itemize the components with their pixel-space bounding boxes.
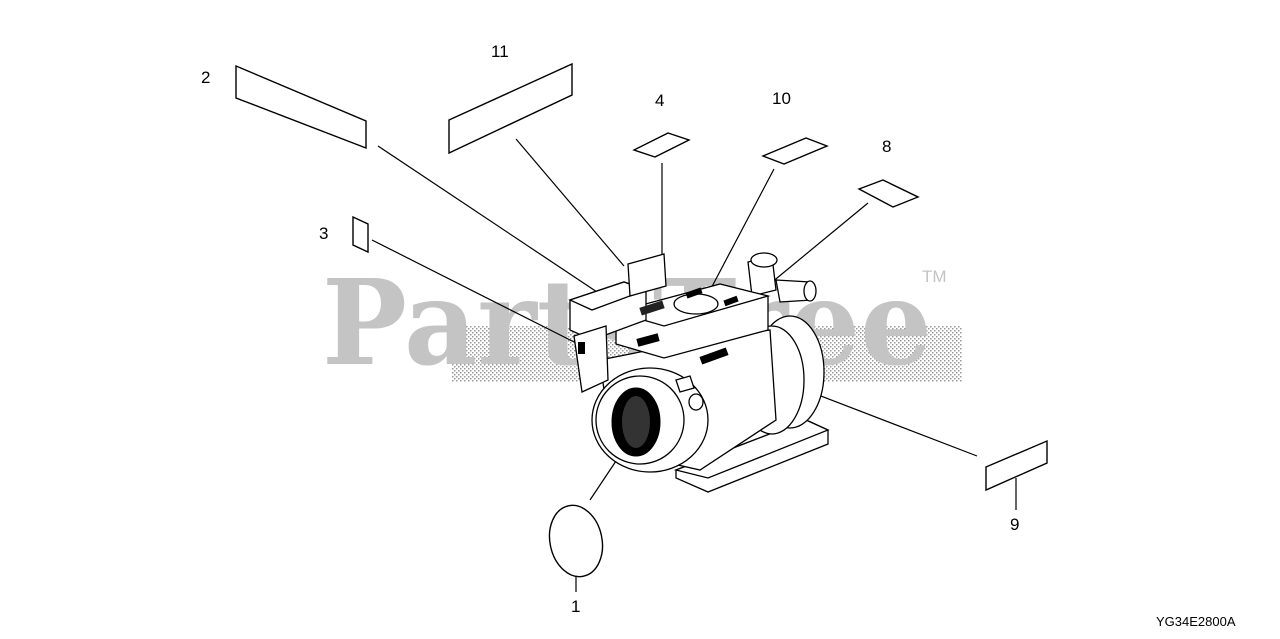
watermark-trademark: TM xyxy=(922,267,947,286)
decal-part-2 xyxy=(235,64,367,150)
engine-pump-assembly xyxy=(568,252,830,493)
callout-8: 8 xyxy=(882,137,891,156)
callout-11: 11 xyxy=(491,42,509,61)
callouts: 2 11 3 4 10 8 9 1 xyxy=(201,42,1019,616)
callout-2: 2 xyxy=(201,68,210,87)
decal-part-11 xyxy=(448,62,573,155)
callout-10: 10 xyxy=(772,89,791,108)
decal-part-1 xyxy=(548,504,604,578)
decal-part-10 xyxy=(761,137,829,165)
callout-3: 3 xyxy=(319,224,328,243)
callout-1: 1 xyxy=(571,597,580,616)
callout-4: 4 xyxy=(655,91,664,110)
callout-9: 9 xyxy=(1010,515,1019,534)
diagram-code: YG34E2800A xyxy=(1156,614,1236,629)
decal-part-8 xyxy=(857,179,920,208)
decal-part-9 xyxy=(985,439,1048,492)
decal-part-3 xyxy=(352,215,369,254)
decal-parts xyxy=(235,62,1048,578)
decal-part-4 xyxy=(632,132,691,158)
